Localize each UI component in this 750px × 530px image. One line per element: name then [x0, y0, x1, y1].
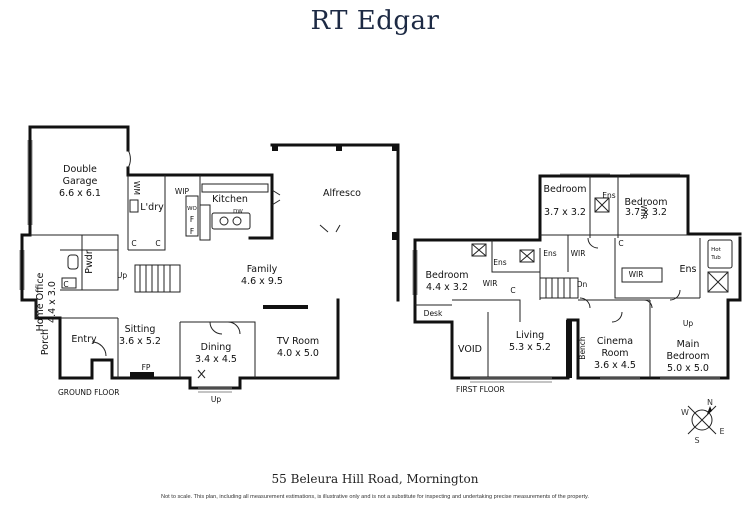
- bedroom-3-dim: 4.4 x 3.2: [426, 282, 468, 293]
- first-floor-label: FIRST FLOOR: [456, 385, 505, 394]
- wir-3-label: WIR: [629, 270, 644, 279]
- garage-label-2: Garage: [63, 176, 98, 187]
- pwdr-label: Pwdr: [84, 250, 95, 274]
- fridge-label-2: F: [190, 227, 194, 236]
- stair-down-label: Dn: [577, 280, 588, 289]
- bedroom-2-dim: 3.7 x 3.2: [625, 207, 667, 218]
- stair-up-label-ff: Up: [683, 319, 693, 328]
- sitting-dim: 3.6 x 5.2: [119, 336, 161, 347]
- stair-up-label: Up: [117, 271, 127, 280]
- bedroom-2-label: Bedroom: [625, 197, 668, 208]
- main-bedroom-label: Main: [677, 339, 700, 350]
- tv-room-dim: 4.0 x 5.0: [277, 348, 319, 359]
- cupboard-label-3: C: [63, 280, 68, 289]
- main-bedroom-dim: 5.0 x 5.0: [667, 363, 709, 374]
- fridge-label-1: F: [190, 215, 194, 224]
- entry-label: Entry: [71, 334, 97, 345]
- kitchen-label: Kitchen: [212, 194, 248, 205]
- wm-label: WM: [132, 181, 141, 195]
- cupboard-ff-2: C: [618, 239, 623, 248]
- first-floor: [412, 173, 742, 383]
- steps-up-label: Up: [211, 395, 221, 404]
- compass: [687, 405, 717, 435]
- hot-tub-label-2: Tub: [710, 255, 721, 261]
- compass-s: S: [694, 436, 699, 445]
- ensuite-1-label: Ens: [602, 191, 615, 200]
- fireplace-label: FP: [142, 363, 151, 372]
- wir-1-label: WIR: [483, 279, 498, 288]
- wo-label: WO: [187, 206, 197, 212]
- disclaimer-text: Not to scale. This plan, including all m…: [161, 494, 589, 500]
- cupboard-label-1: C: [131, 239, 136, 248]
- bedroom-1-dim: 3.7 x 3.2: [544, 207, 586, 218]
- compass-e: E: [719, 427, 724, 436]
- bedroom-3-label: Bedroom: [426, 270, 469, 281]
- ground-floor-label: GROUND FLOOR: [58, 388, 119, 397]
- ensuite-3-label: Ens: [543, 249, 556, 258]
- compass-w: W: [681, 408, 689, 417]
- home-office-label: Home Office: [35, 272, 46, 331]
- desk-label: Desk: [424, 309, 443, 318]
- living-dim: 5.3 x 5.2: [509, 342, 551, 353]
- ground-floor: [19, 125, 400, 393]
- cupboard-label-2: C: [155, 239, 160, 248]
- wir-2-label: WIR: [571, 249, 586, 258]
- void-label: VOID: [458, 344, 482, 355]
- cinema-label-2: Room: [601, 348, 628, 359]
- tv-room-label: TV Room: [276, 336, 319, 347]
- dining-dim: 3.4 x 4.5: [195, 354, 237, 365]
- home-office-dim: 4.4 x 3.0: [47, 281, 58, 323]
- dining-label: Dining: [201, 342, 232, 353]
- brand-logo: RT Edgar: [310, 6, 440, 36]
- sitting-label: Sitting: [125, 324, 156, 335]
- ensuite-4-label: Ens: [680, 264, 697, 275]
- wir-4-label: WIR: [639, 205, 648, 220]
- ensuite-2-label: Ens: [493, 258, 506, 267]
- garage-dim: 6.6 x 6.1: [59, 188, 101, 199]
- laundry-label: L'dry: [140, 202, 164, 213]
- alfresco-label: Alfresco: [323, 188, 361, 199]
- bedroom-1-label: Bedroom: [544, 184, 587, 195]
- cinema-label: Cinema: [597, 336, 633, 347]
- family-label: Family: [247, 264, 278, 275]
- wip-label: WIP: [175, 187, 190, 196]
- compass-n: N: [707, 398, 713, 407]
- property-address: 55 Beleura Hill Road, Mornington: [271, 472, 479, 486]
- dw-label: DW: [233, 209, 243, 215]
- family-dim: 4.6 x 9.5: [241, 276, 283, 287]
- garage-label: Double: [63, 164, 97, 175]
- hot-tub-label: Hot: [711, 247, 722, 253]
- porch-label: Porch: [40, 329, 51, 355]
- living-label: Living: [516, 330, 544, 341]
- main-bedroom-label-2: Bedroom: [667, 351, 710, 362]
- cinema-dim: 3.6 x 4.5: [594, 360, 636, 371]
- cupboard-ff-1: C: [510, 286, 515, 295]
- bench-label: Bench: [578, 336, 587, 360]
